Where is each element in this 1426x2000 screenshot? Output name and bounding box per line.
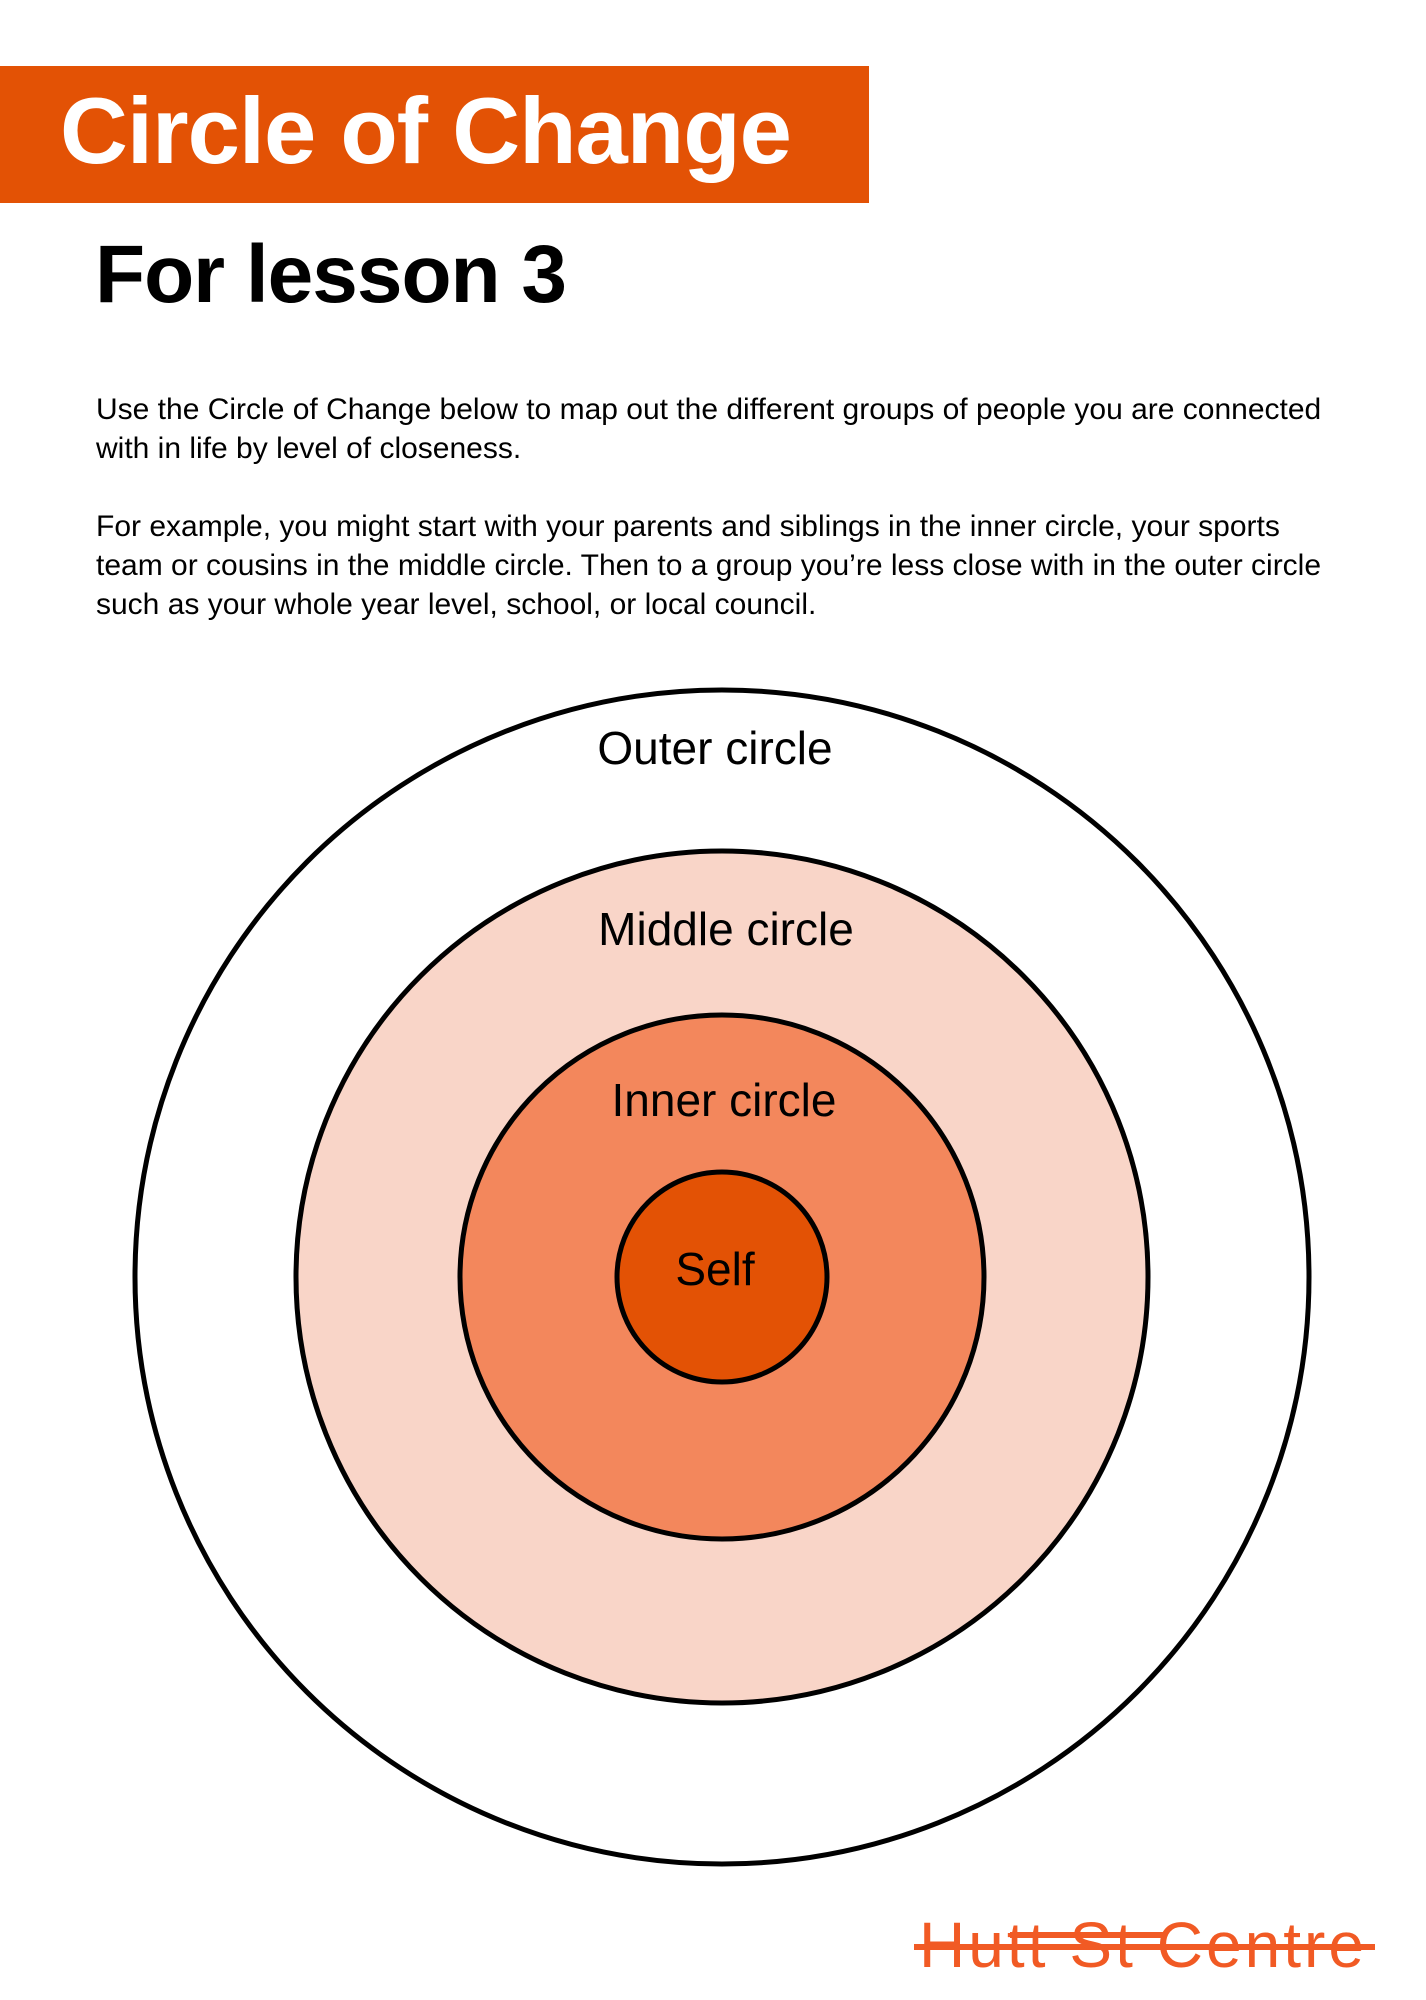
page-subtitle: For lesson 3 [95,229,567,320]
instruction-paragraph-2: For example, you might start with your p… [96,510,1322,621]
hutt-st-centre-logo: Hutt St Centre [914,1909,1375,1981]
middle-circle-label: Middle circle [598,903,854,955]
inner-circle-label: Inner circle [612,1074,837,1126]
title-banner: Circle of Change [0,66,869,203]
self-label: Self [675,1243,754,1295]
page-title: Circle of Change [60,78,792,183]
self-circle [614,1169,830,1385]
outer-circle-label: Outer circle [597,722,832,774]
instruction-paragraph-1: Use the Circle of Change below to map ou… [96,393,1322,465]
